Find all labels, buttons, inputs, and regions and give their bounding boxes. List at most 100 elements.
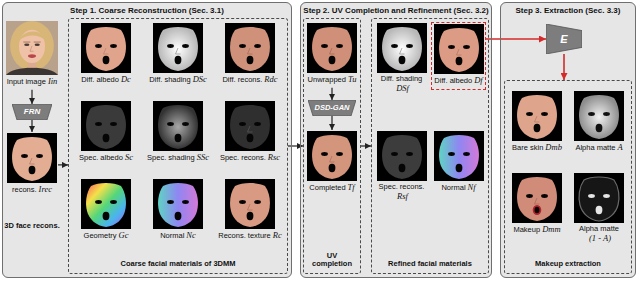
face-map	[512, 91, 562, 141]
symbol-text: Iin	[48, 77, 57, 87]
caption: UnwrappedTu	[305, 75, 359, 85]
caption: CompletedTf	[305, 183, 359, 193]
group-label: Refined facial materials	[372, 260, 488, 269]
face-map: Bare skinDmb	[508, 90, 566, 156]
face-map: Spec. albedoSc	[72, 100, 140, 166]
caption-text: Normal	[160, 231, 184, 240]
symbol-text: DSf	[396, 84, 409, 94]
face-map	[434, 24, 484, 74]
caption-text: Geometry	[84, 231, 117, 240]
caption: GeometryGc	[72, 231, 140, 241]
face-map	[225, 23, 275, 73]
symbol-text: Nf	[468, 183, 476, 193]
face-map: GeometryGc	[72, 178, 140, 244]
group-label: Makeup extraction	[505, 260, 631, 269]
symbol-text: Dmm	[542, 225, 560, 235]
face-map: Spec. recons.Rsf	[374, 130, 429, 204]
caption: Bare skinDmb	[508, 143, 566, 153]
flow-arrow	[58, 164, 68, 165]
panel-ground	[300, 2, 492, 278]
uv-map: CompletedTf	[305, 130, 359, 196]
caption: Spec. recons.Rsc	[216, 153, 284, 163]
caption-text: Spec. recons.	[220, 153, 266, 162]
face-map	[377, 23, 427, 73]
uv-map: UnwrappedTu	[305, 22, 359, 88]
face-map: Recons. textureRc	[216, 178, 284, 244]
alpha-matte: Alpha matte(1 - A)	[570, 172, 628, 246]
block-label: DSD-GAN	[308, 100, 356, 116]
step-panel: Step 3. Extraction (Sec. 3.3) E Makeup ext…	[500, 2, 636, 278]
caption-text: Spec. recons.	[379, 182, 425, 191]
material-group: Refined facial materials Diff. shadingDSf…	[371, 18, 489, 274]
symbol-text: Irec	[39, 185, 52, 195]
block-label: FRN	[12, 104, 52, 120]
flow-arrow	[331, 116, 332, 130]
caption-text: Unwrapped	[308, 75, 346, 84]
face-map: NormalNf	[431, 130, 486, 196]
uv-map	[307, 131, 357, 181]
network-block: FRN	[12, 104, 52, 120]
step-title: Step 1. Coarse Reconstruction (Sec. 3.1)	[3, 3, 291, 16]
caption: Diff. shadingDSc	[144, 75, 212, 85]
face-map: Diff. shadingDSf	[374, 22, 429, 96]
symbol-text: SSc	[197, 153, 209, 163]
caption-text: Alpha matte	[579, 224, 619, 233]
caption: Spec. shadingSSc	[144, 153, 212, 163]
symbol-text: Dmb	[545, 143, 562, 153]
flow-arrow	[331, 88, 332, 100]
symbol-text: Tf	[348, 183, 355, 193]
caption-text: Diff. albedo	[434, 76, 472, 85]
caption: Diff. albedoDf	[432, 76, 485, 86]
symbol-text: Tu	[348, 75, 357, 85]
face-map	[153, 101, 203, 151]
caption: NormalNc	[144, 231, 212, 241]
symbol-text: A	[617, 143, 622, 153]
face-map: Diff. albedoDc	[72, 22, 140, 88]
symbol-text: Dc	[121, 75, 131, 85]
input-photo: Input imageIin	[6, 20, 58, 90]
face-map	[153, 23, 203, 73]
symbol-text: Sc	[125, 153, 133, 163]
face-map	[81, 101, 131, 151]
label-slot: 3D face recons.	[3, 214, 61, 232]
face-map	[81, 23, 131, 73]
network-block: DSD-GAN	[308, 100, 356, 116]
step-panel: Step 2. UV Completion and Refinement (Se…	[300, 2, 492, 278]
flow-arrow	[486, 38, 546, 40]
face-map	[153, 179, 203, 229]
panel-ground	[500, 2, 636, 278]
caption: Diff. shadingDSf	[374, 75, 429, 93]
caption-text: recons.	[12, 185, 37, 194]
caption-text: Diff. albedo	[81, 75, 119, 84]
face-map	[377, 131, 427, 181]
caption-text: Alpha matte	[575, 143, 615, 152]
flow-arrow	[563, 54, 565, 80]
caption: Alpha matteA	[570, 143, 628, 153]
symbol-text: Df	[474, 76, 483, 86]
step-title: Step 3. Extraction (Sec. 3.3)	[501, 3, 635, 16]
symbol-text: Nc	[186, 231, 195, 241]
step-panel: Step 1. Coarse Reconstruction (Sec. 3.1)…	[2, 2, 292, 278]
face-map: Spec. shadingSSc	[144, 100, 212, 166]
caption-text: Spec. shading	[147, 153, 195, 162]
symbol-text: Rdc	[264, 75, 277, 85]
caption-text: Bare skin	[512, 143, 543, 152]
block-label: E	[546, 24, 582, 54]
material-group: Coarse facial materials of 3DMM Diff. alb…	[68, 18, 288, 274]
group-label: UV completion	[304, 252, 360, 269]
symbol-text: (1 - A)	[589, 234, 611, 244]
encoder-block: E	[546, 24, 582, 54]
caption-text: Makeup	[513, 225, 540, 234]
face-map	[81, 179, 131, 229]
group-label: Coarse facial materials of 3DMM	[69, 260, 287, 269]
flow-arrow	[31, 120, 32, 132]
face-map: Diff. albedoDf	[431, 22, 486, 90]
caption: MakeupDmm	[508, 225, 566, 235]
flow-arrow	[361, 145, 371, 146]
completion-group: UV completion UnwrappedTuDSD-GAN Completed…	[303, 18, 361, 274]
symbol-text: DSc	[193, 75, 207, 85]
face-render	[7, 133, 57, 183]
symbol-text: Rsf	[397, 192, 408, 202]
face-map: Spec. recons.Rsc	[216, 100, 284, 166]
caption-text: Spec. albedo	[79, 153, 123, 162]
